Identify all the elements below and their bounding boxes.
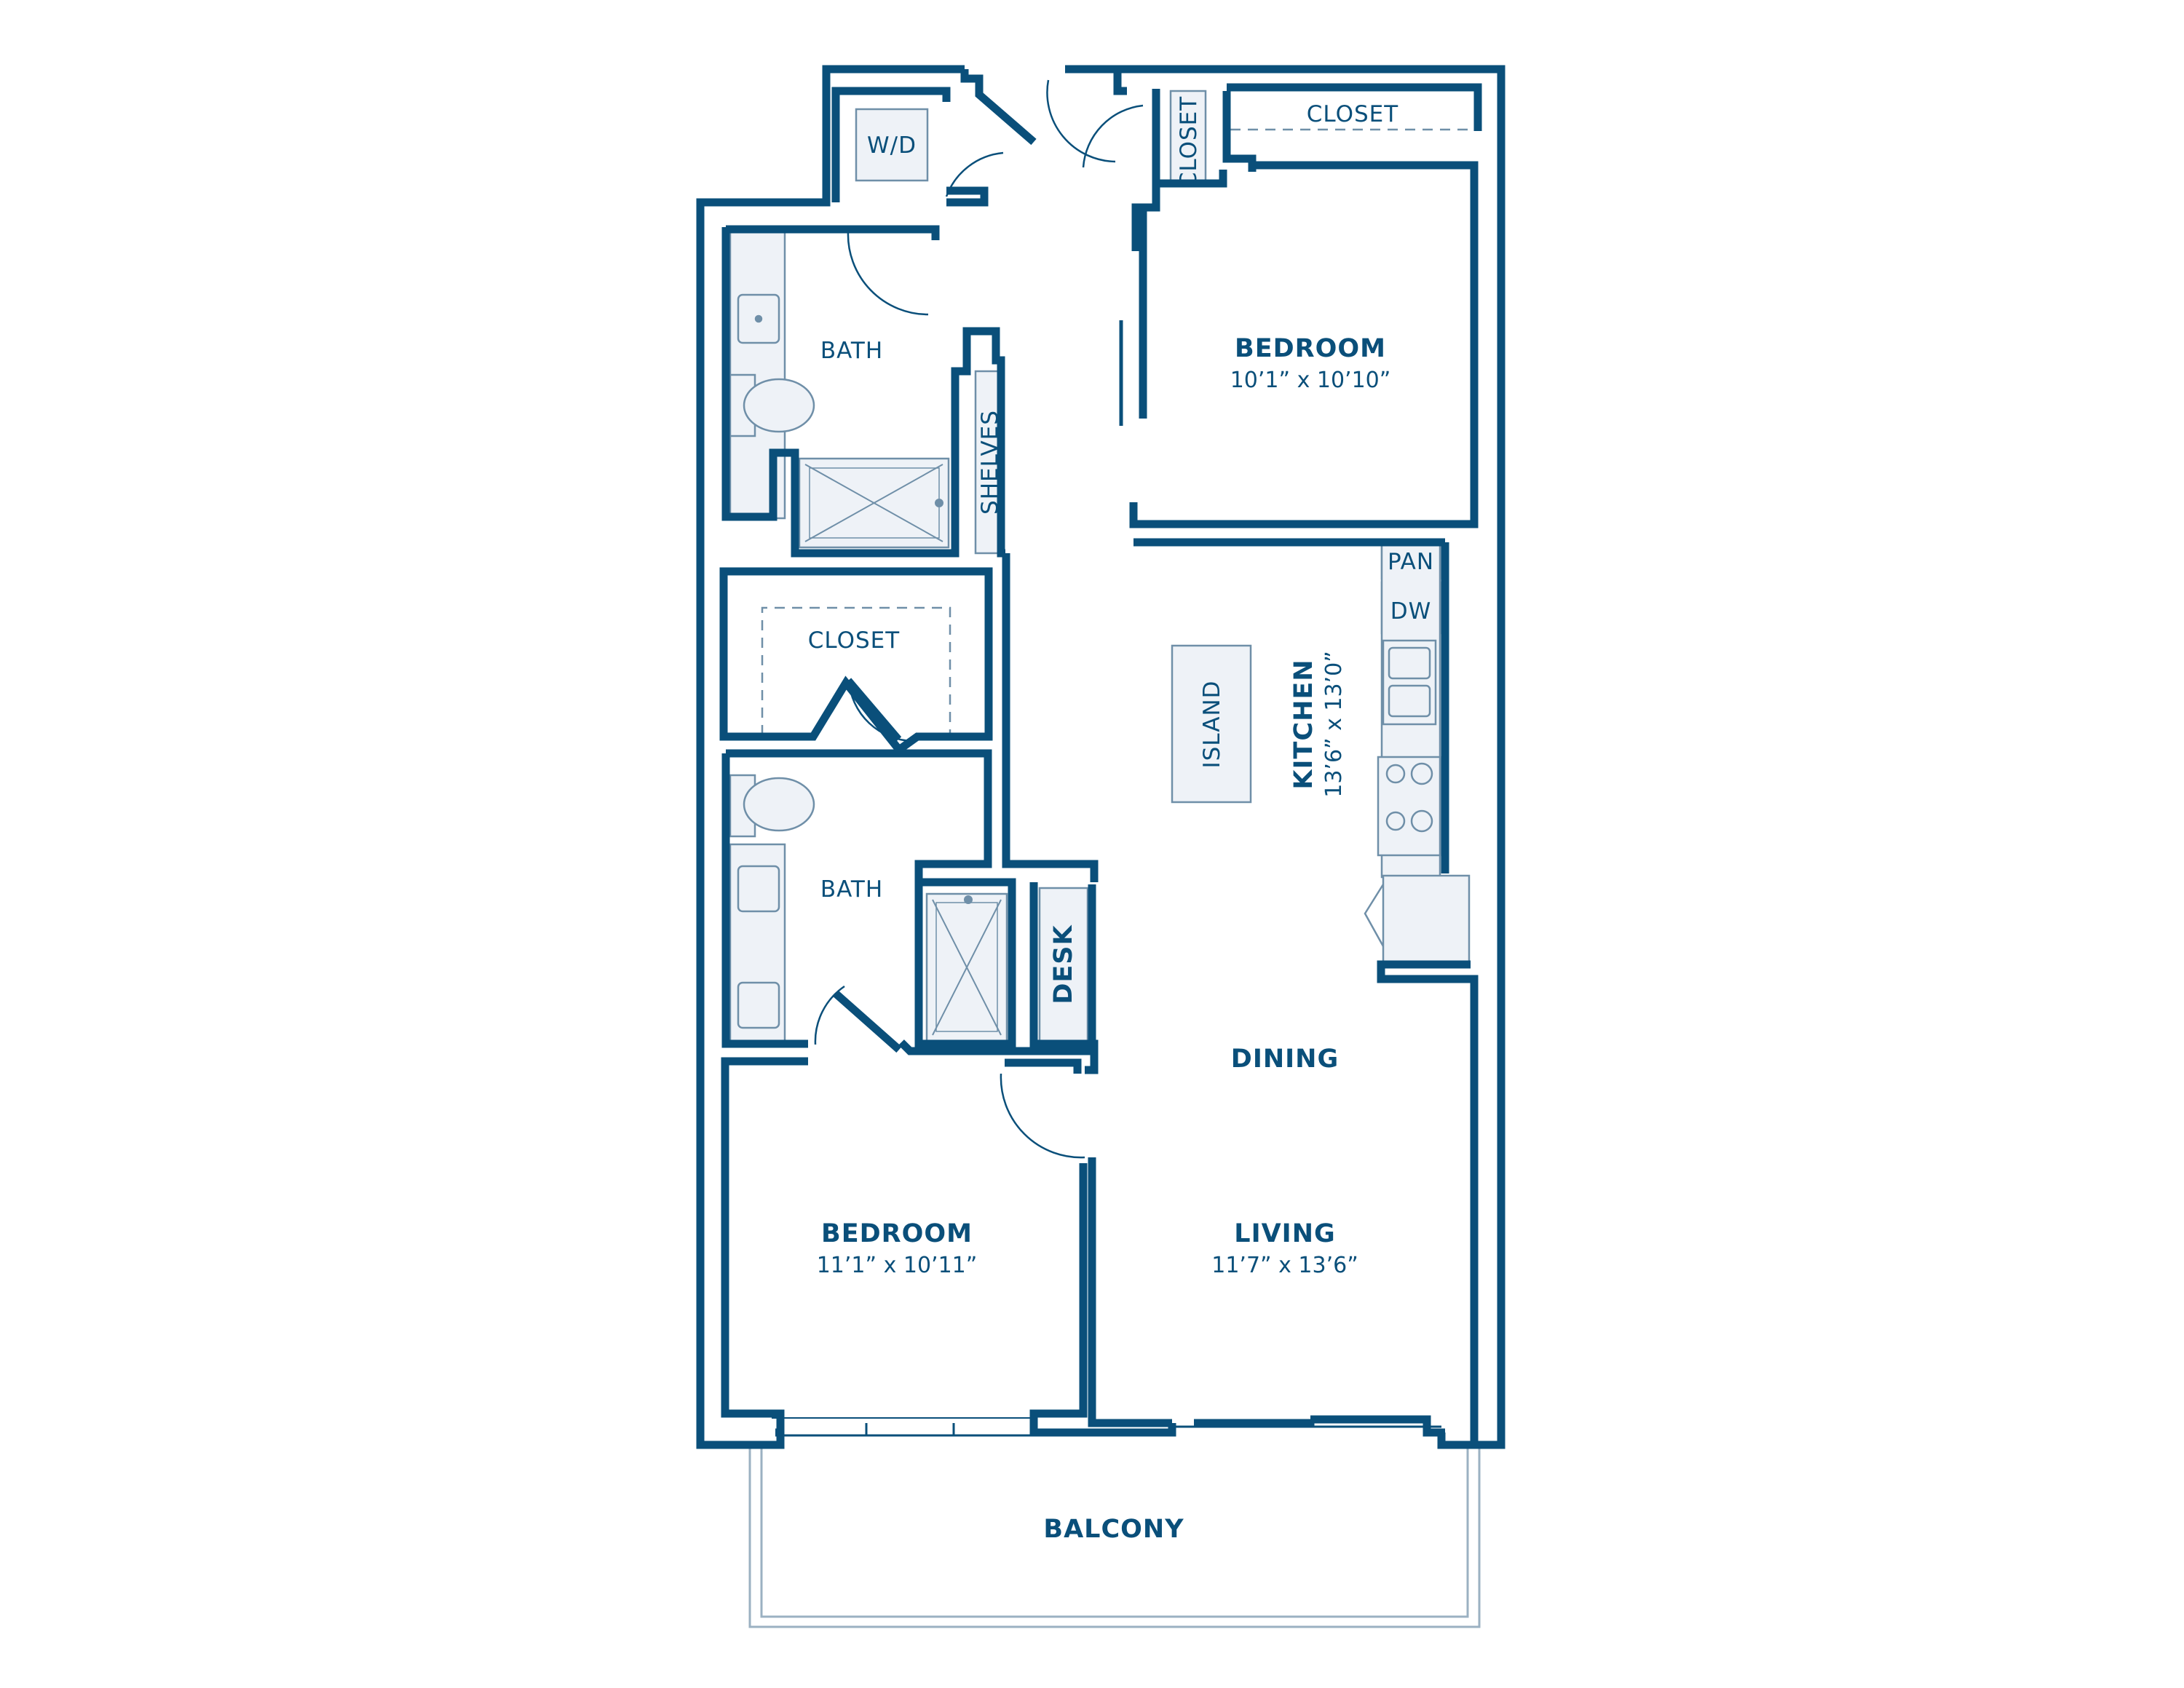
- label-island: ISLAND: [1199, 680, 1225, 768]
- sink-bottom-1: [737, 865, 780, 913]
- closet-vertical-unit: [1169, 90, 1207, 187]
- label-living-size: 11’7” x 13’6”: [1211, 1253, 1358, 1278]
- label-wd: W/D: [867, 132, 917, 159]
- washer-dryer: [855, 108, 929, 182]
- label-kitchen: KITCHEN: [1289, 659, 1318, 789]
- exterior-wall: [1065, 65, 1506, 1449]
- glazing: [780, 1423, 1441, 1437]
- label-kitchen-size: 13’6” x 13’0”: [1321, 651, 1347, 798]
- sink-bottom-2: [737, 981, 780, 1029]
- label-bedroom-bottom: BEDROOM: [821, 1219, 973, 1248]
- label-desk: DESK: [1049, 924, 1078, 1004]
- label-bath-bottom: BATH: [820, 876, 883, 903]
- desk-unit: [1038, 887, 1089, 1042]
- label-closet-mid: CLOSET: [808, 627, 900, 654]
- toilet-bowl-bottom: [743, 777, 815, 832]
- shower-diagonals: [804, 464, 1002, 1036]
- label-closet-vertical: CLOSET: [1176, 96, 1202, 188]
- label-dining: DINING: [1231, 1045, 1339, 1074]
- label-bedroom-bottom-size: 11’1” x 10’11”: [817, 1253, 978, 1278]
- label-bedroom-top: BEDROOM: [1235, 334, 1386, 363]
- toilet-bowl-top: [743, 378, 815, 433]
- door-swings: [772, 79, 1144, 1419]
- label-pan: PAN: [1388, 549, 1434, 575]
- label-bedroom-top-size: 10’1” x 10’10”: [1230, 368, 1391, 393]
- closet-mid-wall: [719, 567, 993, 756]
- bath-top-wall: [726, 225, 940, 240]
- label-balcony: BALCONY: [1043, 1515, 1184, 1544]
- bath-bottom-wall: [726, 749, 992, 882]
- kitchen-island: [1171, 644, 1252, 804]
- label-bath-top: BATH: [820, 338, 883, 364]
- refrigerator: [1382, 874, 1471, 964]
- walls: [696, 65, 1506, 1449]
- label-living: LIVING: [1234, 1219, 1335, 1248]
- fixtures: [729, 90, 1471, 1042]
- label-closet-top: CLOSET: [1307, 101, 1398, 127]
- closet-rods: [761, 128, 1471, 735]
- label-dw: DW: [1390, 598, 1432, 625]
- label-shelves: SHELVES: [977, 410, 1003, 515]
- balcony-outline: [748, 1445, 1481, 1628]
- bedroom-bottom-wall: [721, 1057, 808, 1437]
